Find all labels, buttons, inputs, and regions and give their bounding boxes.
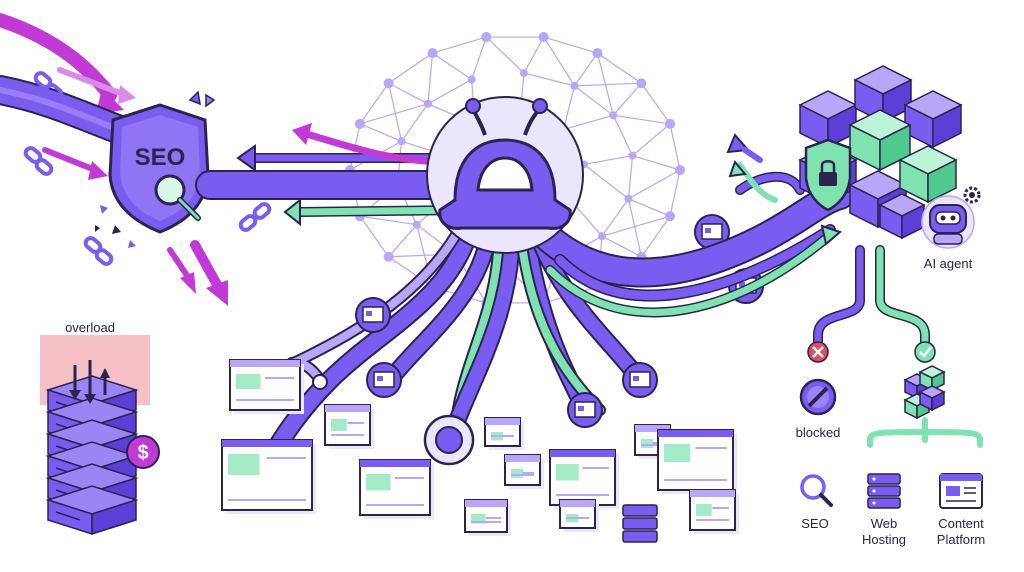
ai-agent-label: AI agent [924, 256, 973, 271]
network-node [481, 32, 492, 43]
cube [878, 193, 926, 240]
cube [798, 90, 858, 149]
legend-content-platform: Content Platform [937, 473, 985, 547]
browser-window [359, 459, 434, 519]
network-node [383, 251, 394, 262]
broken-link-icon [23, 71, 272, 266]
overloaded-server: overload $ [40, 320, 160, 536]
legend-web-hosting: Web Hosting [862, 473, 906, 547]
server-stack-icon [867, 473, 901, 509]
server-rack-unit [45, 485, 139, 536]
allowed-cubes-icon [903, 365, 946, 420]
page-node-icon [355, 297, 391, 333]
dollar-icon: $ [126, 435, 160, 469]
network-node [519, 69, 528, 78]
network-node [636, 78, 647, 89]
browser-window [504, 454, 544, 489]
svg-text:$: $ [137, 442, 148, 464]
browser-window [657, 429, 737, 494]
browser-window [689, 489, 739, 534]
browser-window [559, 499, 599, 532]
magnifier-icon [800, 474, 833, 507]
legend: SEO Web Hosting Content Platform [800, 473, 985, 547]
network-node [427, 48, 438, 59]
blocked-label: blocked [796, 425, 841, 440]
left-main-tube [0, 75, 135, 145]
page-node-icon [567, 392, 603, 428]
ai-agent: AI agent [921, 186, 981, 271]
browser-window [324, 404, 374, 449]
gear-icon [963, 186, 981, 204]
seo-shield: SEO [95, 90, 216, 248]
cube [918, 365, 946, 392]
network-node [628, 151, 637, 160]
browser-window [484, 417, 524, 450]
outbound-arrows [167, 240, 228, 306]
circuit-bubble [423, 414, 475, 466]
cube [903, 90, 963, 149]
legend-content-platform-line2: Platform [937, 532, 985, 547]
legend-web-hosting-line1: Web [871, 516, 898, 531]
network-node [538, 32, 549, 43]
network-node [412, 220, 421, 229]
endpoint-dot [312, 374, 328, 390]
page-node-icon [694, 214, 730, 250]
x-mark-icon [807, 341, 829, 363]
browser-window [221, 439, 316, 514]
network-node [665, 211, 676, 222]
network-node [675, 165, 685, 175]
network-node [397, 137, 406, 146]
legend-seo-label: SEO [801, 516, 828, 531]
browser-window [464, 499, 511, 536]
network-node [609, 111, 618, 120]
legend-web-hosting-line2: Hosting [862, 532, 906, 547]
network-node [354, 118, 365, 129]
network-node [665, 118, 676, 129]
overload-label: overload [65, 320, 115, 335]
network-node [383, 78, 394, 89]
network-node [624, 194, 633, 203]
page-node-icon [622, 362, 658, 398]
legend-content-platform-line1: Content [938, 516, 984, 531]
network-node [598, 232, 607, 241]
browser-window [229, 359, 304, 414]
browser-window-icon [939, 473, 983, 509]
decision-branches: blocked [796, 245, 983, 448]
network-node [570, 81, 579, 90]
server-stack-icon [622, 504, 658, 543]
bot-to-cubes-tubes [525, 133, 855, 318]
cube [918, 385, 946, 412]
check-mark-icon [914, 341, 936, 363]
lock-shield-icon [804, 138, 852, 212]
legend-seo: SEO [800, 474, 833, 531]
cube [898, 145, 958, 204]
web-page-cards [221, 359, 739, 543]
blocked-icon [799, 378, 837, 416]
magnifier-icon [154, 174, 201, 221]
network-node [467, 75, 476, 84]
network-node [423, 99, 432, 108]
shield-text: SEO [135, 144, 186, 171]
network-node [592, 48, 603, 59]
crawler-bot [426, 96, 584, 254]
page-node-icon [366, 362, 402, 398]
